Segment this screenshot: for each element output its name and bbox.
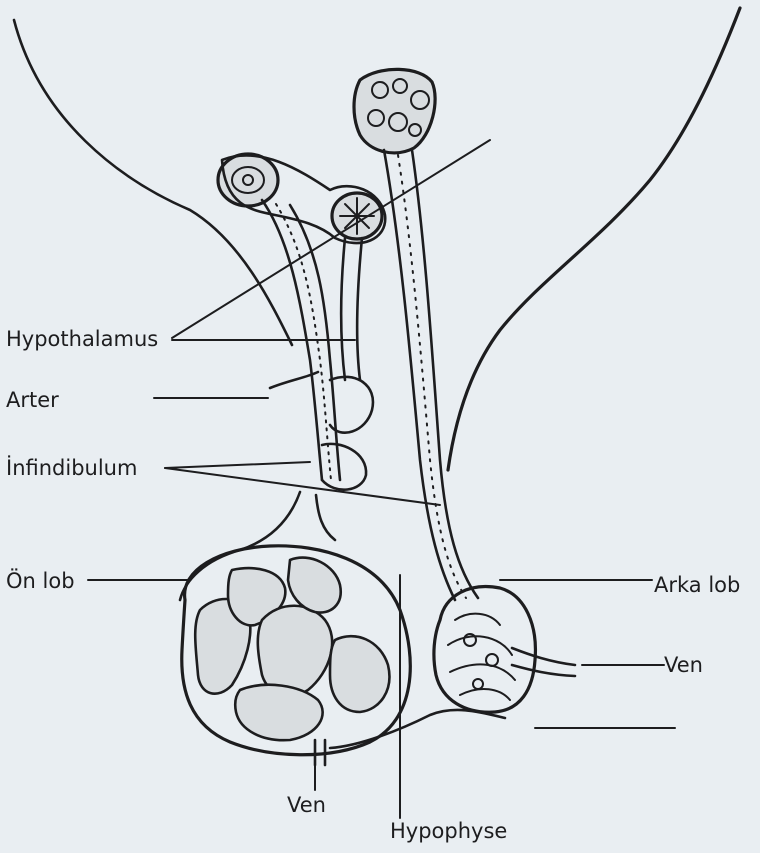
leader-infundibulum-2 (165, 468, 440, 505)
infundibulum-fiber-4 (341, 238, 345, 380)
leader-infundibulum-1 (165, 462, 310, 468)
neuron-cluster-top (354, 69, 435, 153)
label-arter: Arter (6, 388, 59, 412)
label-ven-bottom: Ven (287, 793, 326, 817)
brain-outline-right (448, 8, 740, 470)
anterior-stalk-wall-right (316, 495, 335, 540)
artery-branch (270, 372, 318, 388)
infundibulum-fiber-5 (357, 238, 362, 380)
posterior-stalk-right-edge (412, 150, 478, 598)
ven-right-vessel (512, 648, 575, 676)
infundibulum-fiber-2 (290, 205, 340, 480)
label-infundibulum: İnfindibulum (6, 455, 137, 480)
posterior-lobe-fibers (448, 614, 515, 700)
label-on-lob: Ön lob (6, 568, 75, 593)
label-hypophyse: Hypophyse (390, 819, 507, 843)
label-hypothalamus: Hypothalamus (6, 327, 158, 351)
anterior-lobe-cords (195, 558, 389, 741)
neuron-cell-left (218, 154, 278, 206)
hypophyse-base (330, 710, 505, 748)
label-ven-right: Ven (664, 653, 703, 677)
portal-vessel-loop-2 (322, 444, 366, 490)
neuron-cell-middle (332, 193, 382, 239)
label-arka-lob: Arka lob (654, 573, 740, 597)
posterior-lobe-outline (434, 587, 536, 713)
